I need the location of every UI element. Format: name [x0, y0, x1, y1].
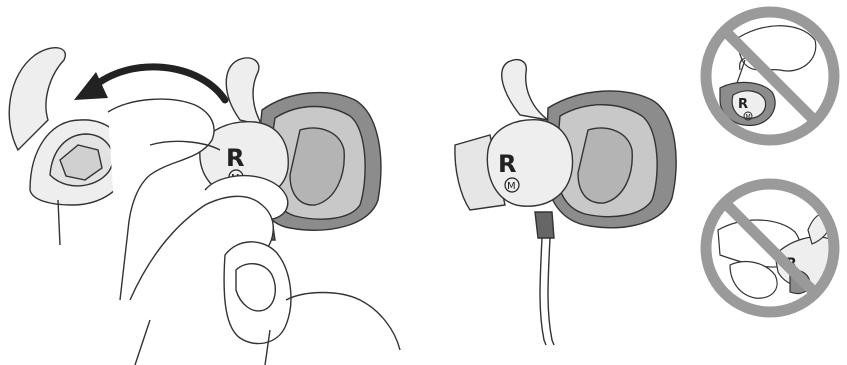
wrong-example-2: R [700, 178, 840, 318]
wrong-example-1: R M [700, 6, 840, 146]
wrong1-side-letter: R [738, 97, 748, 112]
wrong1-size-letter: M [746, 114, 751, 121]
step2-panel: R M [455, 60, 676, 345]
step2-size-letter: M [507, 181, 516, 192]
step1-panel: R M [9, 48, 400, 365]
rotate-arrow-icon [92, 67, 225, 100]
step2-cable [535, 212, 554, 345]
step1-side-letter: R [226, 144, 244, 172]
step2-side-letter: R [498, 150, 516, 178]
